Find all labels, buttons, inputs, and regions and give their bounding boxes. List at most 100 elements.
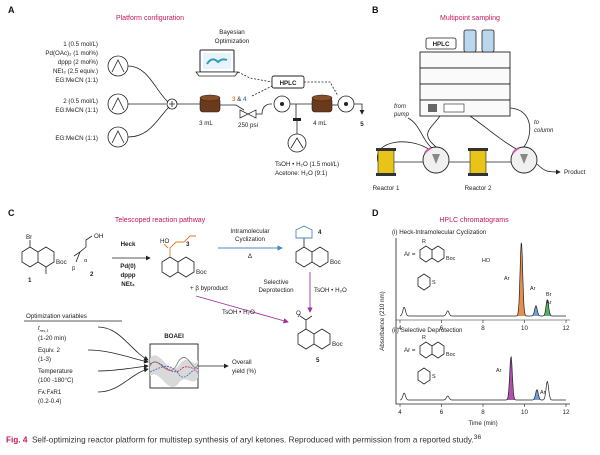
chrom-peak-2-3: [505, 356, 517, 400]
opt-var-equiv-range: (1-3): [38, 356, 51, 363]
reagent-pd: Pd(0): [120, 263, 135, 270]
compound-5-structure: [297, 313, 331, 350]
feed1-line5: EG:MeCN (1:1): [55, 77, 98, 84]
direct-arrow: [195, 295, 289, 324]
x-tick-label: 12: [563, 409, 570, 416]
caption-text: Self-optimizing reactor platform for mul…: [31, 435, 474, 445]
chrom-peak-2-1: [399, 393, 409, 400]
tee-junction: [293, 118, 301, 121]
opt-vars-title: Optimization variables: [26, 313, 87, 320]
reactor-2-spool: [468, 148, 488, 176]
cmpd2-label: 2: [90, 271, 94, 278]
opt-var-temp-range: (100 -180°C): [38, 377, 74, 384]
chrom-peak-1-4: [530, 305, 542, 316]
acid-feed-line2: Acetone: H₂O (9:1): [275, 170, 327, 177]
x-tick-label: 10: [521, 409, 528, 416]
reactor-1-spool: [376, 148, 396, 176]
peak-label-ar-br: Ar: [546, 300, 552, 306]
feed1-line3: dppp (2 mol%): [58, 59, 98, 66]
mixer: [166, 98, 178, 110]
feed1-line2: Pd(OAc)₂ (1 mol%): [45, 50, 98, 57]
opt-var-ratio: Fᴀ:FᴀR1: [38, 389, 62, 396]
feed3-text: EG:MeCN (1:1): [55, 135, 98, 142]
feed2-text: 2 (0.5 mol/L) EG:MeCN (1:1): [55, 98, 98, 114]
figure: A Platform configuration 1 (0.5 mol/L) P…: [8, 5, 586, 427]
boaei-plot: [149, 343, 199, 389]
cmpd2-alpha: α: [84, 258, 87, 264]
feed2-line2: EG:MeCN (1:1): [55, 107, 98, 114]
hplc-label-b: HPLC: [433, 41, 450, 48]
cmpd2-beta: β: [72, 266, 75, 272]
x-tick-label: 6: [440, 409, 444, 416]
r-label-1: R: [422, 239, 426, 245]
line-pump1: [127, 65, 169, 103]
reactor2-volume: 4 mL: [313, 120, 327, 127]
feed1-text: 1 (0.5 mol/L) Pd(OAc)₂ (1 mol%) dppp (2 …: [45, 41, 98, 84]
compound-3-structure: [161, 235, 196, 278]
opt-var-temp: Temperature: [38, 368, 73, 375]
selective-line1: Selective: [263, 279, 289, 286]
to-column-line1: to: [534, 120, 540, 126]
ar-eq-2: Ar =: [404, 347, 416, 354]
chrom-line-2: [399, 355, 566, 401]
cmpd5-boc: Boc: [332, 341, 343, 348]
panel-d-title: HPLC chromatograms: [439, 217, 509, 224]
x-tick-label: 8: [481, 325, 485, 332]
caption-ref: 36: [473, 434, 482, 441]
opt-var-t-range: (1-20 min): [38, 335, 66, 342]
pump-3: [107, 126, 129, 148]
panel-b: B Multipoint sampling HPLC from pump to …: [372, 5, 586, 192]
chrom-ylabel: Absorbance (210 nm): [379, 291, 386, 351]
figure-caption: Fig. 4 Self-optimizing reactor platform …: [6, 432, 596, 446]
tsoh-left: TsOH • H₂O: [222, 309, 255, 316]
beta-byproduct: + β byproduct: [190, 285, 228, 292]
r-label-2: R: [422, 335, 426, 341]
x-tick-label: 6: [440, 325, 444, 332]
chrom-subtitle-2: (ii) Selective Deprotection: [392, 327, 463, 334]
bpr-valve: [239, 109, 257, 119]
cmpd5-label: 5: [316, 357, 320, 364]
reagent-dppp: dppp: [120, 272, 135, 279]
overall-line2: yield (%): [232, 368, 256, 375]
x-tick-label: 4: [398, 409, 402, 416]
to-column-line2: column: [534, 128, 554, 134]
panel-a-letter: A: [8, 5, 15, 15]
chrom-peak-1-2: [443, 311, 453, 316]
chromatogram-trace-1: [399, 242, 566, 317]
chrom-xlabel: Time (min): [468, 420, 497, 427]
peak-label-ho: HO: [482, 258, 490, 264]
from-pump-line2: pump: [393, 112, 410, 118]
cmpd3-label: 3: [186, 241, 190, 248]
chrom-peak-1-3: [516, 242, 527, 316]
tsoh-right: TsOH • H₂O: [314, 287, 347, 294]
panel-c-letter: C: [8, 208, 15, 218]
feed2-line1: 2 (0.5 mol/L): [63, 98, 98, 105]
cmpd4-boc: Boc: [330, 259, 341, 266]
opt-var-ratio-range: (0.2-0.4): [38, 398, 61, 405]
opt-var-t: tres,1: [38, 326, 49, 333]
sample-valve-2: [337, 95, 355, 113]
chrom-subtitle-1: (i) Heck-Intramolecular Cyclization: [392, 229, 487, 236]
pump-1: [107, 55, 129, 77]
reactor-2-coil: [311, 94, 333, 113]
chrom-peak-1-5: [542, 299, 553, 316]
product-5-a: 5: [360, 121, 364, 128]
caption-label: Fig. 4: [6, 435, 28, 445]
peak-label-br: Br: [546, 292, 552, 298]
overall-line1: Overall: [232, 359, 252, 366]
so2-1: S: [432, 280, 436, 286]
selective-line2: Deprotection: [258, 287, 294, 294]
chrom-line-1: [399, 242, 566, 317]
peak-label-ar-cyc2: Ar: [540, 390, 546, 396]
cyclization-line2: Cyclization: [235, 236, 265, 243]
cmpd3-ho: HO: [160, 238, 169, 245]
compound-2-structure: [73, 235, 93, 263]
boc-2: Boc: [446, 352, 456, 358]
panel-c-title: Telescoped reaction pathway: [115, 217, 206, 224]
x-tick-label: 10: [521, 325, 528, 332]
compound-1-structure: [21, 240, 55, 274]
cyclization-line1: Intramolecular: [230, 228, 269, 235]
laptop-icon: [195, 49, 239, 77]
